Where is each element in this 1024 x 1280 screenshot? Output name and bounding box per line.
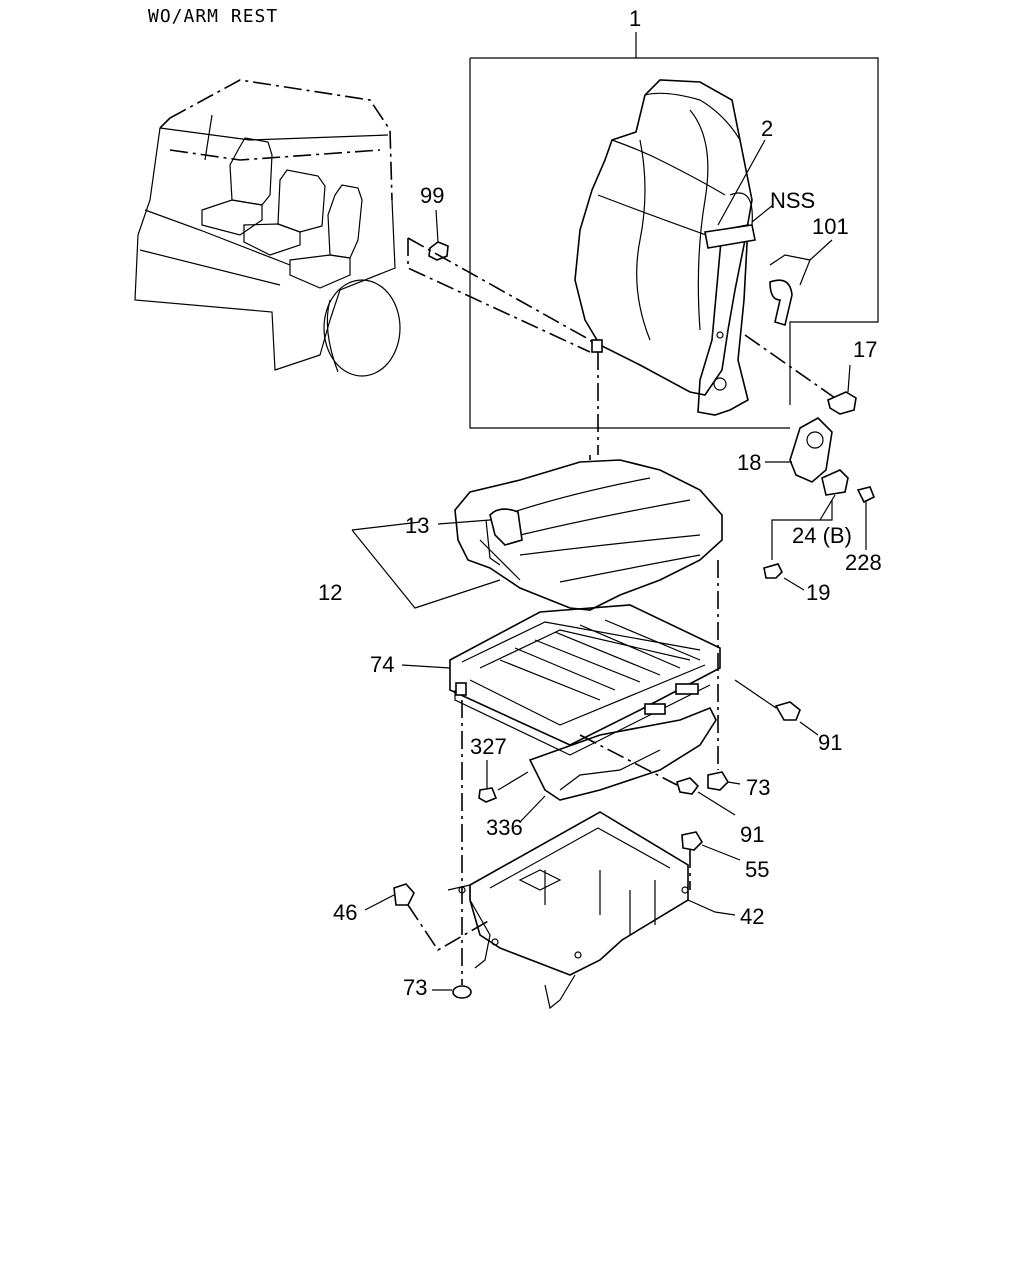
callout-228: 228 [845,550,882,575]
callout-42: 42 [740,904,764,929]
leader-lines [435,139,833,261]
callout-13: 13 [405,513,429,538]
callout-46: 46 [333,900,357,925]
callout-24b: 24 (B) [792,523,852,548]
callout-74: 74 [370,652,394,677]
recliner-parts [763,417,876,591]
seat-back-assembly [469,32,879,429]
callout-labels: 1 2 NSS 101 99 17 18 24 (B) 228 19 13 12… [318,6,882,1000]
callout-101: 101 [812,214,849,239]
callout-17: 17 [853,337,877,362]
part-73-nut-lower [432,985,472,999]
part-336-cover [478,706,717,823]
callout-73-upper: 73 [746,775,770,800]
callout-327: 327 [470,734,507,759]
callout-99: 99 [420,183,444,208]
seat-cushion [351,455,723,770]
part-46-bolt [364,883,491,952]
callout-12: 12 [318,580,342,605]
seat-rail-frame [401,604,721,985]
part-42-seat-base [447,811,736,1010]
callout-nss: NSS [770,188,815,213]
callout-2: 2 [761,116,773,141]
callout-336: 336 [486,815,523,840]
fasteners-lower [579,734,741,890]
callout-55: 55 [745,857,769,882]
part-99-bolt [407,237,603,455]
cab-overview [134,79,401,377]
part-91-bolt-upper [734,679,819,736]
callout-19: 19 [806,580,830,605]
callout-91-upper: 91 [818,730,842,755]
diagram-title: WO/ARM REST [148,6,278,27]
callout-1: 1 [629,6,641,31]
callout-18: 18 [737,450,761,475]
part-17-bolt [744,334,857,415]
callout-91-lower: 91 [740,822,764,847]
callout-73-lower: 73 [403,975,427,1000]
